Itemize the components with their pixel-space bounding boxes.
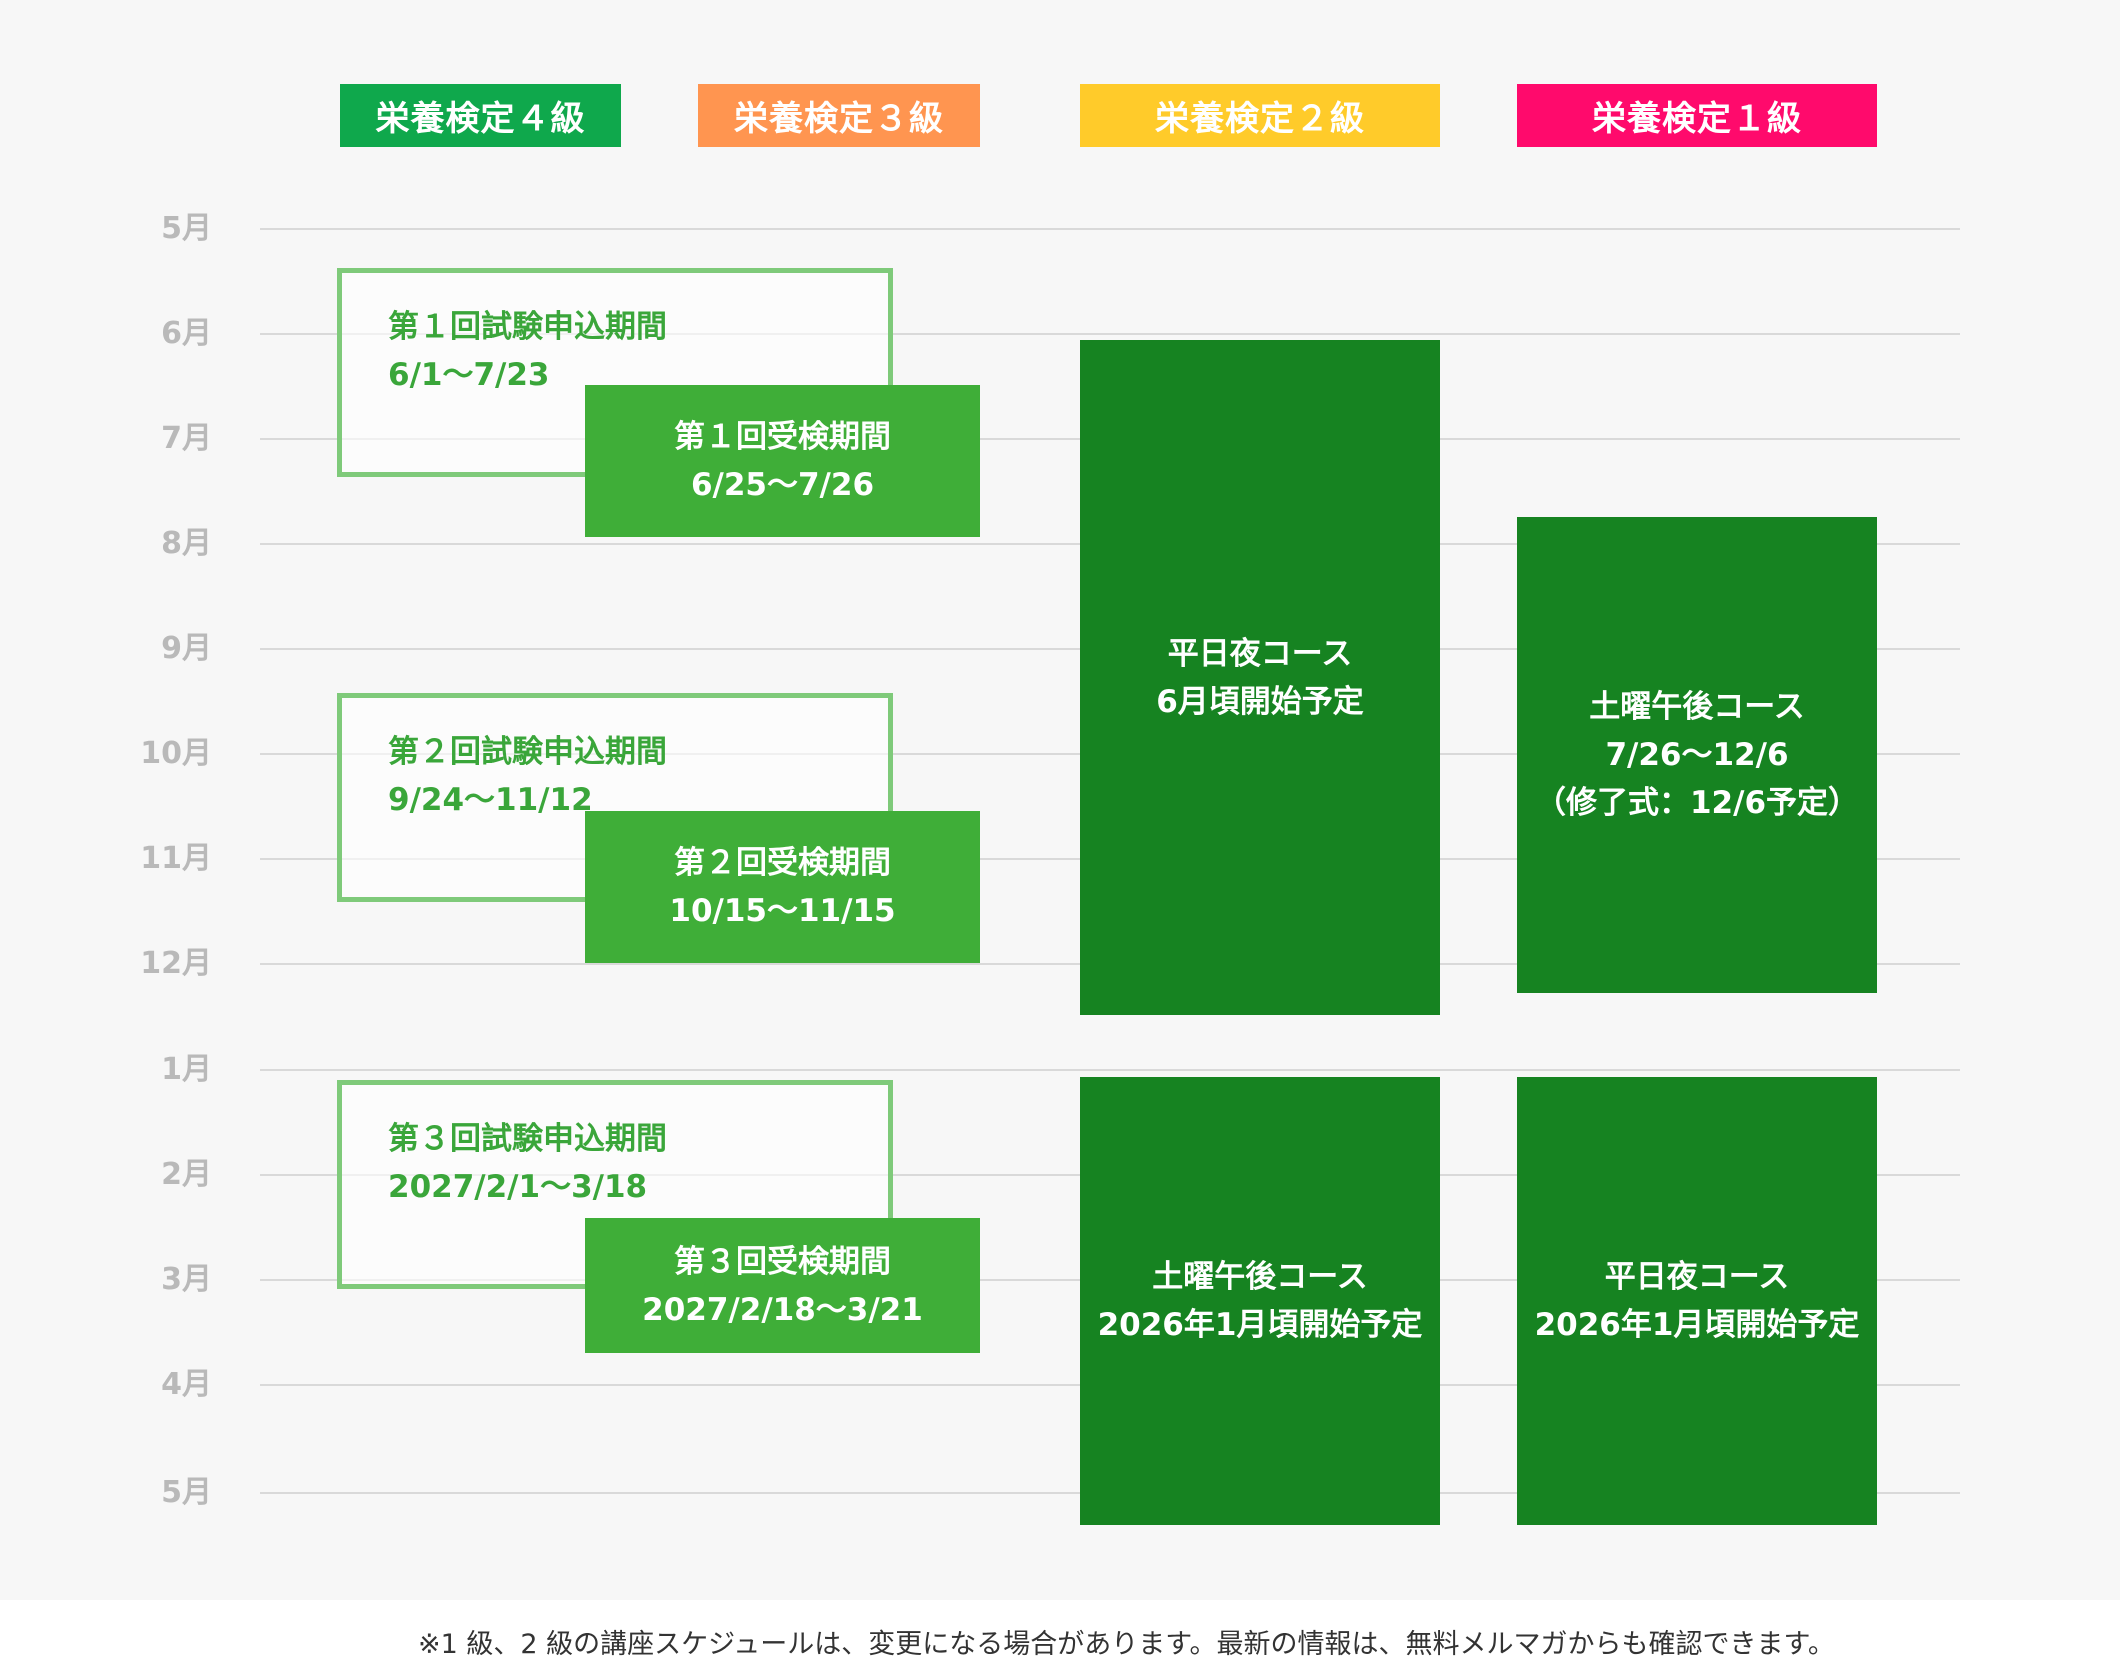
header-grade1: 栄養検定１級 [1517,84,1877,147]
apply-period-dates: 9/24〜11/12 [388,782,593,818]
exam-period-title: 第３回受検期間 [674,1243,891,1280]
month-label: 5月 [161,1475,212,1510]
month-label: 9月 [161,631,212,666]
schedule-panel: 栄養検定４級 栄養検定３級 栄養検定２級 栄養検定１級 5月 6月 7月 8月 … [140,84,1960,1525]
header-grade2: 栄養検定２級 [1080,84,1440,147]
exam-period-box-round3: 第３回受検期間 2027/2/18〜3/21 [585,1218,980,1353]
apply-period-text: 第１回試験申込期間 6/1〜7/23 [388,303,667,399]
month-label: 3月 [161,1262,212,1297]
month-label: 6月 [161,316,212,351]
grade2-course-weekday-evening: 平日夜コース 6月頃開始予定 [1080,340,1440,1015]
course-name: 土曜午後コース [1152,1259,1368,1295]
header-grade4-label: 栄養検定４級 [375,99,586,139]
exam-period-title: 第１回受検期間 [674,419,891,455]
month-label: 1月 [161,1052,212,1087]
grade1-course-weekday-evening: 平日夜コース 2026年1月頃開始予定 [1517,1077,1877,1525]
month-label: 7月 [161,421,212,456]
gridline [260,228,1960,230]
course-start: 6月頃開始予定 [1156,683,1364,720]
header-grade4: 栄養検定４級 [340,84,621,147]
footnote: ※1 級、2 級の講座スケジュールは、変更になる場合があります。最新の情報は、無… [418,1629,1835,1660]
apply-period-title: 第１回試験申込期間 [388,309,667,345]
exam-period-dates: 2027/2/18〜3/21 [642,1291,923,1328]
month-label: 2月 [161,1157,212,1192]
month-label: 4月 [161,1367,212,1402]
apply-period-text: 第３回試験申込期間 2027/2/1〜3/18 [388,1115,667,1211]
header-grade2-label: 栄養検定２級 [1155,99,1365,139]
month-label: 12月 [140,946,212,981]
apply-period-title: 第２回試験申込期間 [388,734,667,770]
gridline [260,1069,1960,1071]
apply-period-dates: 6/1〜7/23 [388,357,550,393]
exam-period-title: 第２回受検期間 [674,845,891,881]
gridline [260,333,1960,335]
exam-period-dates: 6/25〜7/26 [690,467,875,503]
exam-period-box-round2: 第２回受検期間 10/15〜11/15 [585,811,980,963]
header-grade3-label: 栄養検定３級 [734,99,944,139]
apply-period-dates: 2027/2/1〜3/18 [388,1169,648,1205]
grade2-course-saturday-afternoon: 土曜午後コース 2026年1月頃開始予定 [1080,1077,1440,1525]
course-completion-note: （修了式：12/6予定） [1534,785,1860,821]
exam-period-dates: 10/15〜11/15 [669,893,896,929]
course-start: 2026年1月頃開始予定 [1534,1307,1860,1343]
course-start: 2026年1月頃開始予定 [1097,1307,1423,1343]
course-name: 平日夜コース [1604,1259,1790,1295]
month-label: 10月 [140,736,212,771]
month-label: 8月 [161,526,212,561]
grade1-course-saturday-afternoon: 土曜午後コース 7/26〜12/6 （修了式：12/6予定） [1517,517,1877,993]
header-grade1-label: 栄養検定１級 [1592,99,1802,139]
apply-period-title: 第３回試験申込期間 [388,1121,667,1157]
course-dates: 7/26〜12/6 [1605,737,1789,773]
month-label: 11月 [140,841,212,876]
header-grade3: 栄養検定３級 [698,84,980,147]
course-name: 平日夜コース [1167,635,1353,672]
exam-period-box-round1: 第１回受検期間 6/25〜7/26 [585,385,980,537]
month-label: 5月 [161,211,212,246]
apply-period-text: 第２回試験申込期間 9/24〜11/12 [388,728,667,824]
course-name: 土曜午後コース [1589,689,1805,725]
